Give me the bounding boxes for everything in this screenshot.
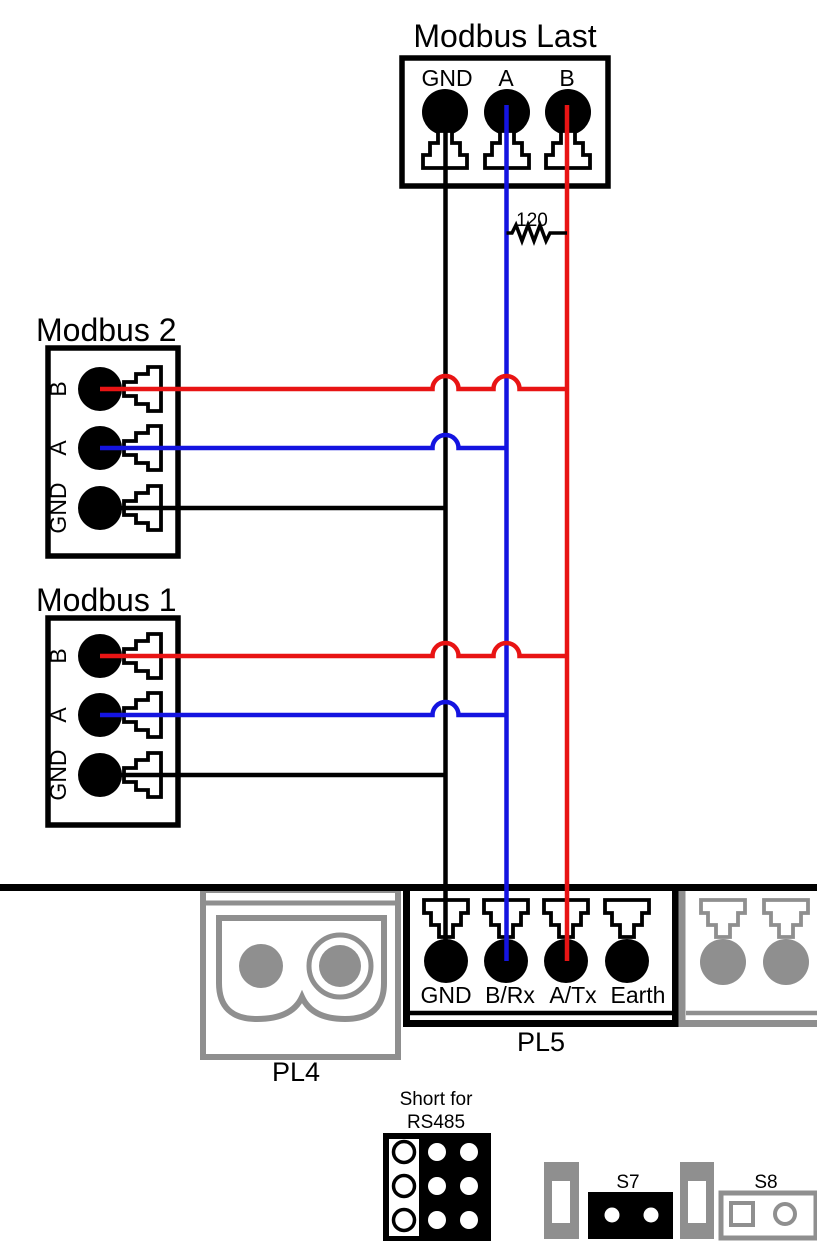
terminal-circle-earth — [605, 939, 649, 983]
s7-pin — [643, 1207, 659, 1223]
pl5-label: PL5 — [517, 1027, 565, 1057]
terminal-circle — [763, 939, 809, 985]
modbus-2-terminal-label-a: A — [45, 440, 71, 456]
pl4-pin-left — [239, 944, 283, 988]
pl4-connector: PL4 — [200, 887, 401, 1087]
open-pin — [391, 1207, 417, 1233]
s7-jumper-body — [588, 1192, 673, 1239]
pl5-terminal-label-earth: Earth — [611, 982, 666, 1008]
s8-label: S8 — [754, 1172, 777, 1193]
pl5-terminal-label-gnd: GND — [420, 982, 471, 1008]
resistor-value-label: 120 — [516, 210, 548, 231]
terminal-circle — [700, 939, 746, 985]
resistor-icon — [506, 220, 567, 246]
right-gray-connector — [678, 884, 817, 1027]
rs485-caption-line2: RS485 — [407, 1112, 465, 1133]
rs485-caption-line1: Short for — [400, 1089, 474, 1110]
pl4-pin-right — [319, 945, 361, 987]
modbus-2-terminal-label-b: B — [45, 381, 71, 396]
rs485-open-pins — [391, 1139, 417, 1233]
modbus-last-title: Modbus Last — [413, 18, 596, 54]
s7-label: S7 — [616, 1172, 639, 1193]
rs485-jumper-block: Short for RS485 — [383, 1089, 491, 1241]
s8-square-pin — [729, 1201, 755, 1227]
s8-round-pin — [773, 1202, 797, 1226]
modbus-1-title: Modbus 1 — [36, 582, 177, 618]
wire-modbus1-a — [100, 699, 507, 718]
gray-slot-right-window — [688, 1181, 706, 1223]
pin — [460, 1177, 478, 1195]
termination-resistor: 120 — [506, 210, 567, 246]
wire-modbus2-b — [100, 373, 567, 392]
pl4-label: PL4 — [272, 1057, 320, 1087]
open-pin — [391, 1173, 417, 1199]
modbus-last-terminal-label-a: A — [498, 65, 514, 91]
s7-pin — [604, 1207, 620, 1223]
gray-slot-left-window — [552, 1181, 570, 1223]
wires — [100, 105, 570, 961]
modbus-1-terminal-label-a: A — [45, 707, 71, 723]
pl5-terminal-label-brx: B/Rx — [485, 982, 535, 1008]
wire-modbus1-b — [100, 640, 567, 659]
rs485-shorted-pins — [428, 1143, 478, 1229]
s7-s8-jumpers: S7 S8 — [544, 1162, 817, 1241]
modbus-1-block: Modbus 1 B A GND — [36, 582, 181, 828]
pin — [460, 1211, 478, 1229]
pin — [428, 1211, 446, 1229]
open-pin — [391, 1139, 417, 1165]
modbus-2-title: Modbus 2 — [36, 312, 177, 348]
pin — [460, 1143, 478, 1161]
pl5-terminal-block: GND B/Rx A/Tx Earth PL5 — [403, 884, 679, 1057]
pl4-socket-outline — [216, 915, 387, 1023]
pin — [428, 1177, 446, 1195]
modbus-1-terminal-label-gnd: GND — [45, 749, 71, 800]
pin — [428, 1143, 446, 1161]
wire-modbus2-a — [100, 432, 507, 451]
modbus-last-terminal-label-gnd: GND — [421, 65, 472, 91]
modbus-2-block: Modbus 2 B A GND — [36, 312, 181, 559]
pl4-pin-right-ring — [306, 932, 374, 1000]
modbus-last-terminal-label-b: B — [559, 65, 574, 91]
pl5-terminal-label-atx: A/Tx — [549, 982, 597, 1008]
modbus-1-terminal-label-b: B — [45, 648, 71, 663]
modbus-2-terminal-label-gnd: GND — [45, 482, 71, 533]
